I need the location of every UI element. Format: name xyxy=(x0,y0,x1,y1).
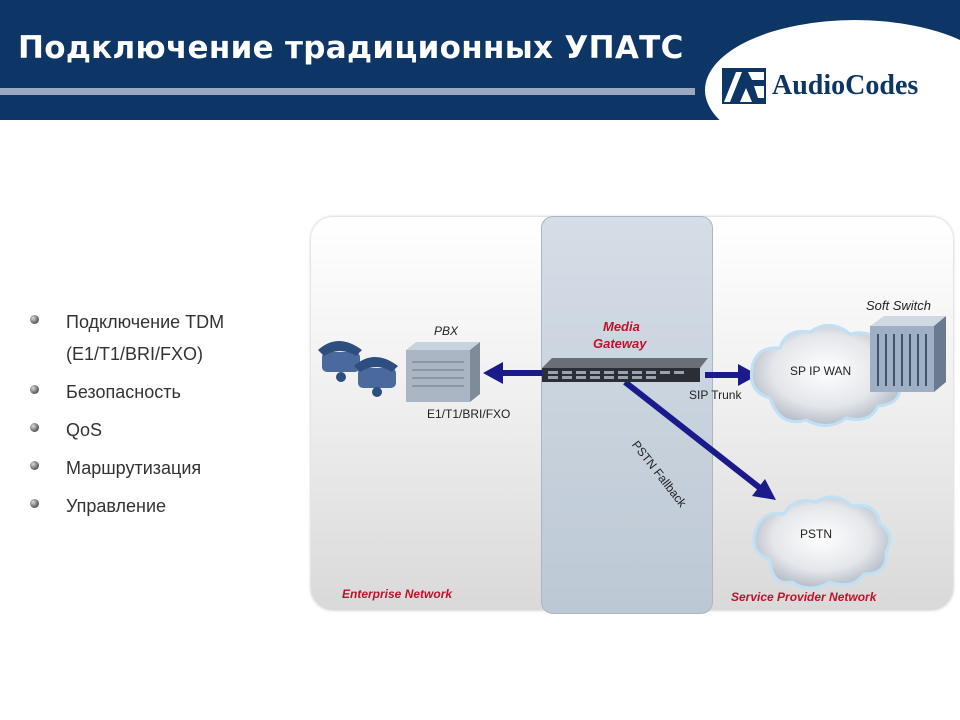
page-title: Подключение традиционных УПАТС xyxy=(18,30,684,66)
bullet-text: Маршрутизация xyxy=(66,458,202,478)
bullet-dot-icon xyxy=(30,499,39,508)
media-gateway-label-line1: Media xyxy=(603,319,640,334)
audiocodes-logo: AudioCodes xyxy=(722,68,918,104)
bullet-dot-icon xyxy=(30,385,39,394)
pbx-label: PBX xyxy=(434,324,459,338)
audiocodes-logo-icon xyxy=(722,68,766,104)
soft-switch-label: Soft Switch xyxy=(866,298,932,313)
media-gateway-device xyxy=(542,358,708,382)
bullet-text: Управление xyxy=(66,496,167,516)
e1-link-arrow xyxy=(483,362,545,384)
sip-trunk-arrow xyxy=(705,364,758,386)
bullet-item: Маршрутизация xyxy=(30,456,300,480)
pstn-fallback-arrow xyxy=(623,379,776,500)
bullet-item: QoS xyxy=(30,418,300,442)
pstn-cloud xyxy=(752,495,892,590)
soft-switch-icon xyxy=(870,316,946,392)
service-provider-network-label: Service Provider Network xyxy=(731,590,877,604)
bullet-dot-icon xyxy=(30,461,39,470)
bullet-text: Безопасность xyxy=(66,382,181,402)
sip-trunk-label: SIP Trunk xyxy=(689,388,742,402)
bullet-list: Подключение TDM (E1/T1/BRI/FXO) Безопасн… xyxy=(30,310,300,532)
telephone-icon xyxy=(354,357,398,397)
bullet-text: QoS xyxy=(66,420,103,440)
bullet-text: Подключение TDM xyxy=(66,312,225,332)
sp-ip-wan-label: SP IP WAN xyxy=(790,364,852,378)
enterprise-network-label: Enterprise Network xyxy=(342,587,453,601)
bullet-text-line2: (E1/T1/BRI/FXO) xyxy=(66,344,204,364)
bullet-dot-icon xyxy=(30,423,39,432)
media-gateway-label-line2: Gateway xyxy=(593,336,647,351)
logo-text: AudioCodes xyxy=(772,70,919,101)
pstn-label: PSTN xyxy=(800,527,833,541)
e1-label: E1/T1/BRI/FXO xyxy=(427,407,511,421)
media-gateway-zone xyxy=(541,216,713,614)
bullet-item: Подключение TDM (E1/T1/BRI/FXO) xyxy=(30,310,300,366)
pbx-icon xyxy=(406,342,480,402)
bullet-dot-icon xyxy=(30,315,39,324)
telephone-icon xyxy=(318,341,362,382)
bullet-item: Управление xyxy=(30,494,300,518)
header-stripe xyxy=(0,88,695,95)
bullet-item: Безопасность xyxy=(30,380,300,404)
